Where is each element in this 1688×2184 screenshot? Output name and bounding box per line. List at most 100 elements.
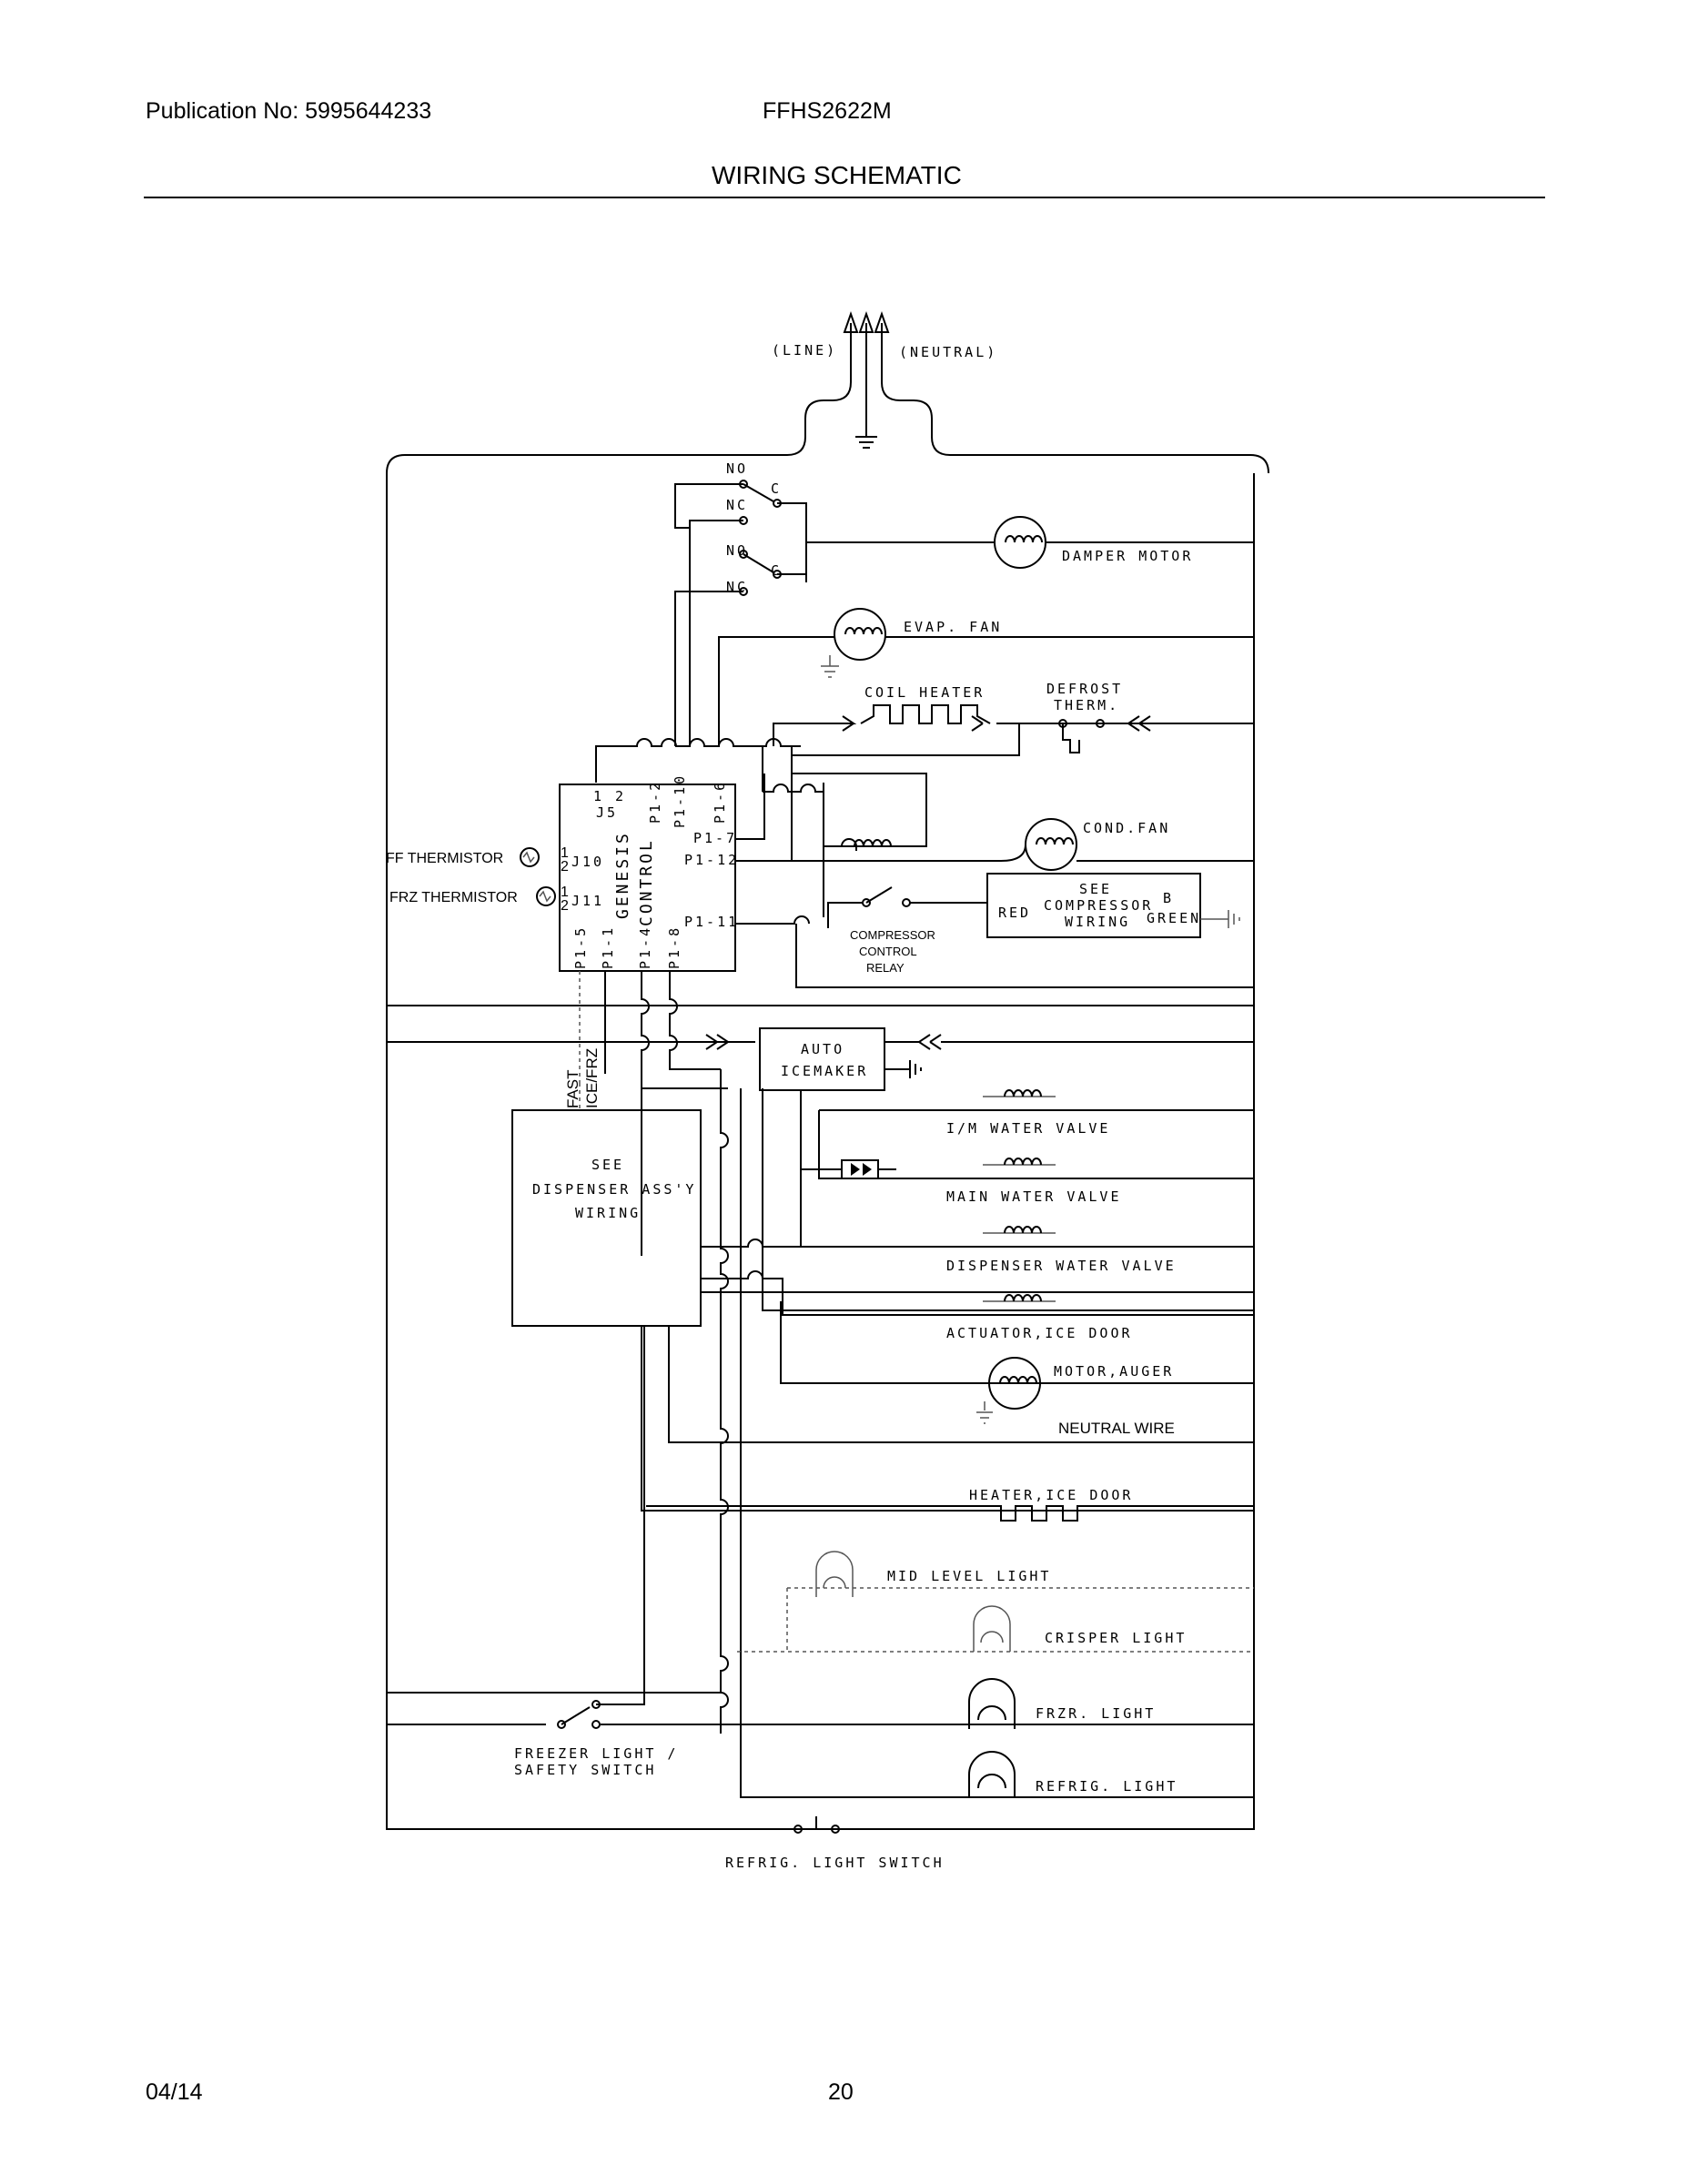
neutral-label: (NEUTRAL) <box>899 344 997 360</box>
frz-thermistor-label: FRZ THERMISTOR <box>389 890 518 905</box>
coil-heater-label: COIL HEATER <box>864 684 985 701</box>
model-number: FFHS2622M <box>763 98 892 124</box>
comp-see-label: SEE <box>1079 881 1112 897</box>
publication-number: Publication No: 5995644233 <box>146 98 432 124</box>
j10-pin2: 2 <box>561 859 569 875</box>
disp-assy-label: DISPENSER ASS'Y <box>532 1181 696 1198</box>
neutral-wire-label: NEUTRAL WIRE <box>1058 1420 1175 1437</box>
fast-label: FAST <box>564 1069 581 1108</box>
relay-label-1: COMPRESSOR <box>850 928 935 942</box>
c-label-1: C <box>771 480 782 497</box>
comp-wiring-label: WIRING <box>1065 914 1130 930</box>
crisper-light-icon <box>737 1605 1254 1653</box>
damper-relay-contacts <box>674 480 807 746</box>
crisper-light-label: CRISPER LIGHT <box>1045 1630 1187 1646</box>
j10-label: J10 <box>571 854 604 870</box>
main-water-valve-icon <box>983 1158 1056 1166</box>
j11-pin1: 1 <box>561 885 569 900</box>
no-label-2: NO <box>726 542 748 559</box>
evap-fan-icon <box>718 608 1254 746</box>
comp-red-label: RED <box>998 905 1031 921</box>
dispenser-water-valve-icon <box>983 1226 1056 1234</box>
genesis-label: GENESIS <box>613 831 632 919</box>
p1-1-label: P1-1 <box>600 925 616 969</box>
frz-thermistor-icon <box>536 886 556 906</box>
nc-label-2: NC <box>726 579 748 595</box>
actuator-ice-door-label: ACTUATOR,ICE DOOR <box>946 1325 1133 1341</box>
damper-motor-label: DAMPER MOTOR <box>1062 548 1193 564</box>
water-valve-diode-icon <box>801 1159 896 1179</box>
actuator-ice-door-icon <box>983 1294 1056 1302</box>
p1-5-label: P1-5 <box>572 925 589 969</box>
relay-label-3: RELAY <box>866 961 905 975</box>
im-water-valve-label: I/M WATER VALVE <box>946 1120 1110 1137</box>
ff-thermistor-label: FF THERMISTOR <box>386 851 503 866</box>
p1-12-label: P1-12 <box>684 852 739 868</box>
frzr-light-icon <box>387 1678 1254 1729</box>
refrig-light-switch-label: REFRIG. LIGHT SWITCH <box>725 1855 945 1871</box>
line-bus <box>386 473 1255 1830</box>
vertical-bus-d <box>701 1239 1254 1316</box>
j11-pin2: 2 <box>561 898 569 914</box>
comp-green-label: GREEN <box>1147 910 1201 926</box>
j5-label: J5 <box>596 804 618 821</box>
p1-6-label: P1-6 <box>712 780 728 824</box>
no-label-1: NO <box>726 460 748 477</box>
comp-ground-icon <box>1200 910 1240 928</box>
p1-4-label: P1-4 <box>637 925 653 969</box>
comp-compressor-label: COMPRESSOR <box>1044 897 1153 914</box>
coil-heater-icon <box>773 704 1254 756</box>
defrost-label-2: THERM. <box>1054 697 1119 713</box>
freezer-switch-label-2: SAFETY SWITCH <box>514 1762 656 1778</box>
refrig-light-switch-icon <box>793 1816 840 1834</box>
p1-7-label: P1-7 <box>693 830 737 846</box>
refrig-light-icon <box>740 1734 1254 1798</box>
page-title: WIRING SCHEMATIC <box>712 161 962 189</box>
genesis-control-board <box>559 784 736 972</box>
dispenser-wiring-box <box>511 1109 702 1327</box>
evap-fan-label: EVAP. FAN <box>904 619 1002 635</box>
ice-frz-label: ICE/FRZ <box>583 1048 601 1108</box>
comp-b-label: B <box>1163 890 1174 906</box>
icemaker-label: ICEMAKER <box>781 1063 868 1079</box>
defrost-label-1: DEFROST <box>1046 681 1123 697</box>
heater-ice-door-icon <box>646 1505 1254 1522</box>
j10-pin1: 1 <box>561 845 569 861</box>
freezer-switch-label-1: FREEZER LIGHT / <box>514 1745 678 1762</box>
mid-level-light-label: MID LEVEL LIGHT <box>887 1568 1051 1584</box>
frzr-light-label: FRZR. LIGHT <box>1036 1705 1156 1722</box>
heater-ice-door-label: HEATER,ICE DOOR <box>969 1487 1133 1503</box>
page-number: 20 <box>828 2079 854 2105</box>
compressor-wiring-box <box>986 873 1201 938</box>
cond-fan-icon <box>735 774 1254 871</box>
mid-level-light-icon <box>786 1551 1254 1652</box>
control-label: CONTROL <box>637 838 656 926</box>
main-water-valve-label: MAIN WATER VALVE <box>946 1188 1122 1205</box>
icemaker-connections <box>705 1034 1254 1078</box>
motor-auger-label: MOTOR,AUGER <box>1054 1363 1174 1380</box>
auto-label: AUTO <box>801 1041 844 1057</box>
j11-label: J11 <box>571 893 604 909</box>
p1-8-label: P1-8 <box>666 925 682 969</box>
freezer-light-switch-icon <box>557 1326 645 1729</box>
motor-auger-icon <box>976 1357 1041 1424</box>
disp-see-label: SEE <box>591 1157 624 1173</box>
p1-2-label: P1-2 <box>647 780 663 824</box>
c-label-2: C <box>771 562 782 579</box>
vertical-bus-b <box>740 1088 1254 1734</box>
nc-label-1: NC <box>726 497 748 513</box>
j5-pins-label: 1 2 <box>593 788 626 804</box>
header-rule <box>144 197 1545 198</box>
vertical-bus-a <box>720 1069 729 1734</box>
rail-1 <box>387 1005 1254 1043</box>
dispenser-water-valve-label: DISPENSER WATER VALVE <box>946 1258 1177 1274</box>
ff-thermistor-icon <box>520 847 540 867</box>
compressor-control-relay <box>735 886 1254 988</box>
p1-11-label: P1-11 <box>684 914 739 930</box>
line-label: (LINE) <box>772 342 837 359</box>
relay-label-2: CONTROL <box>859 945 917 958</box>
auto-icemaker-box <box>759 1027 885 1091</box>
power-input-arrows <box>386 310 1269 474</box>
footer-date: 04/14 <box>146 2079 203 2105</box>
